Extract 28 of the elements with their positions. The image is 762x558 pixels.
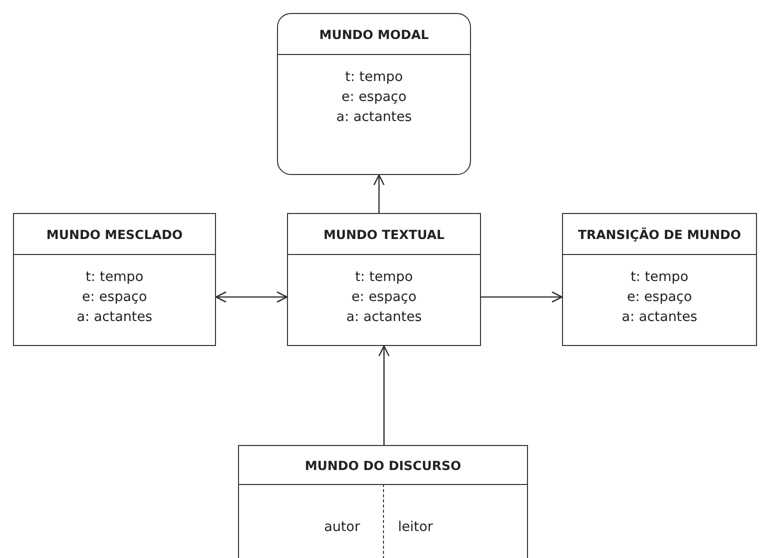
attribute-text: e: espaço (341, 88, 406, 107)
class-box (238, 445, 528, 558)
class-box (287, 213, 481, 346)
attribute-text: t: tempo (630, 268, 688, 287)
box-title: MUNDO TEXTUAL (323, 226, 445, 242)
attribute-text: a: actantes (622, 308, 698, 327)
box-title: MUNDO MODAL (319, 26, 429, 42)
box-title: MUNDO DO DISCURSO (304, 458, 462, 472)
attribute-text: t: tempo (345, 68, 403, 87)
attribute-text: t: tempo (355, 268, 413, 287)
attribute-text: a: actantes (346, 308, 422, 327)
attribute-text: a: actantes (336, 108, 412, 127)
rounded-box (277, 13, 471, 175)
arrow (378, 345, 390, 445)
role-label: autor (324, 519, 360, 535)
attribute-text: t: tempo (86, 268, 144, 287)
attribute-text: e: espaço (82, 288, 147, 307)
box-title: MUNDO MESCLADO (46, 226, 183, 242)
attribute-text: e: espaço (351, 288, 416, 307)
attribute-text: a: actantes (76, 308, 152, 327)
class-box (13, 213, 216, 346)
arrow (481, 291, 563, 303)
arrow (215, 291, 288, 303)
box-title: TRANSIÇÃO DE MUNDO (578, 226, 742, 242)
arrow (373, 174, 385, 213)
role-label: leitor (398, 519, 433, 535)
class-box (562, 213, 757, 346)
attribute-text: e: espaço (626, 288, 692, 307)
